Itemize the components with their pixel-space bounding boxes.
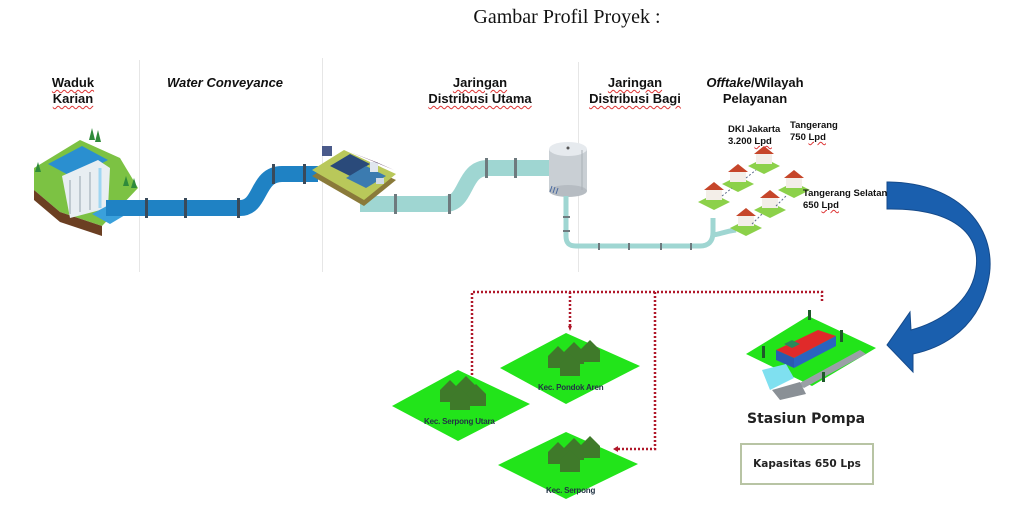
house-icon (778, 170, 810, 198)
house-icon (754, 190, 786, 218)
section-divider (139, 60, 140, 272)
header-line: Karian (52, 91, 94, 106)
header-line: Pelayanan (722, 91, 788, 106)
pump-station-label: Stasiun Pompa (747, 411, 866, 427)
offtake-name: Tangerang Selatan (803, 188, 888, 199)
curved-arrow-icon (886, 181, 991, 374)
offtake-value: 650 (803, 200, 819, 211)
capacity-text: Kapasitas 650 Lps (753, 458, 861, 470)
district-serpong (498, 432, 638, 499)
offtake-dki-jakarta: DKI Jakarta 3.200 Lpd (728, 124, 780, 148)
offtake-name: DKI Jakarta (728, 124, 781, 135)
district-serpong-utara (392, 370, 530, 441)
header-line: Distribusi Bagi (589, 91, 681, 106)
house-cluster-icon (548, 436, 600, 472)
header-jaringan-distribusi-bagi: Jaringan Distribusi Bagi (580, 75, 690, 107)
header-line: Jaringan (452, 75, 508, 90)
district-label-serpong-utara: Kec. Serpong Utara (424, 417, 495, 426)
service-area-houses (698, 146, 810, 236)
header-line: Waduk (51, 75, 95, 90)
house-icon (698, 182, 730, 210)
header-waduk-karian: Waduk Karian (38, 75, 108, 107)
header-offtake-wilayah: Offtake/Wilayah Pelayanan (695, 75, 815, 107)
house-icon (722, 164, 754, 192)
offtake-unit: Lpd (754, 136, 772, 147)
header-line: Distribusi Utama (428, 91, 532, 106)
header-line: Jaringan (607, 75, 663, 90)
header-line: Water Conveyance (166, 75, 284, 90)
distribution-main-pipe (360, 158, 552, 214)
offtake-unit: Lpd (821, 200, 839, 211)
distribution-branch-pipe (563, 196, 737, 250)
header-line: Offtake (706, 75, 751, 90)
capacity-box: Kapasitas 650 Lps (740, 443, 874, 485)
offtake-value: 750 (790, 132, 806, 143)
header-jaringan-distribusi-utama: Jaringan Distribusi Utama (410, 75, 550, 107)
house-cluster-icon (440, 376, 486, 410)
district-label-serpong: Kec. Serpong (546, 486, 596, 495)
house-icon (748, 146, 780, 174)
offtake-tangerang: Tangerang 750 Lpd (790, 120, 838, 144)
house-icon (730, 208, 762, 236)
page-title: Gambar Profil Proyek : (473, 6, 661, 28)
house-cluster-icon (548, 340, 600, 376)
header-water-conveyance: Water Conveyance (150, 75, 300, 91)
treatment-plant-icon (312, 146, 396, 206)
offtake-tangerang-selatan: Tangerang Selatan 650 Lpd (803, 188, 887, 212)
reservoir-tank-icon (549, 142, 587, 197)
offtake-name: Tangerang (790, 120, 838, 131)
dam-icon (34, 128, 140, 236)
flow-lines (470, 290, 824, 451)
district-label-pondok-aren: Kec. Pondok Aren (538, 383, 604, 392)
conveyance-pipe (106, 164, 318, 218)
pump-station-icon (746, 310, 876, 400)
offtake-value: 3.200 (728, 136, 752, 147)
offtake-unit: Lpd (808, 132, 826, 143)
district-pondok-aren (500, 333, 640, 404)
header-line: /Wilayah (750, 75, 804, 90)
